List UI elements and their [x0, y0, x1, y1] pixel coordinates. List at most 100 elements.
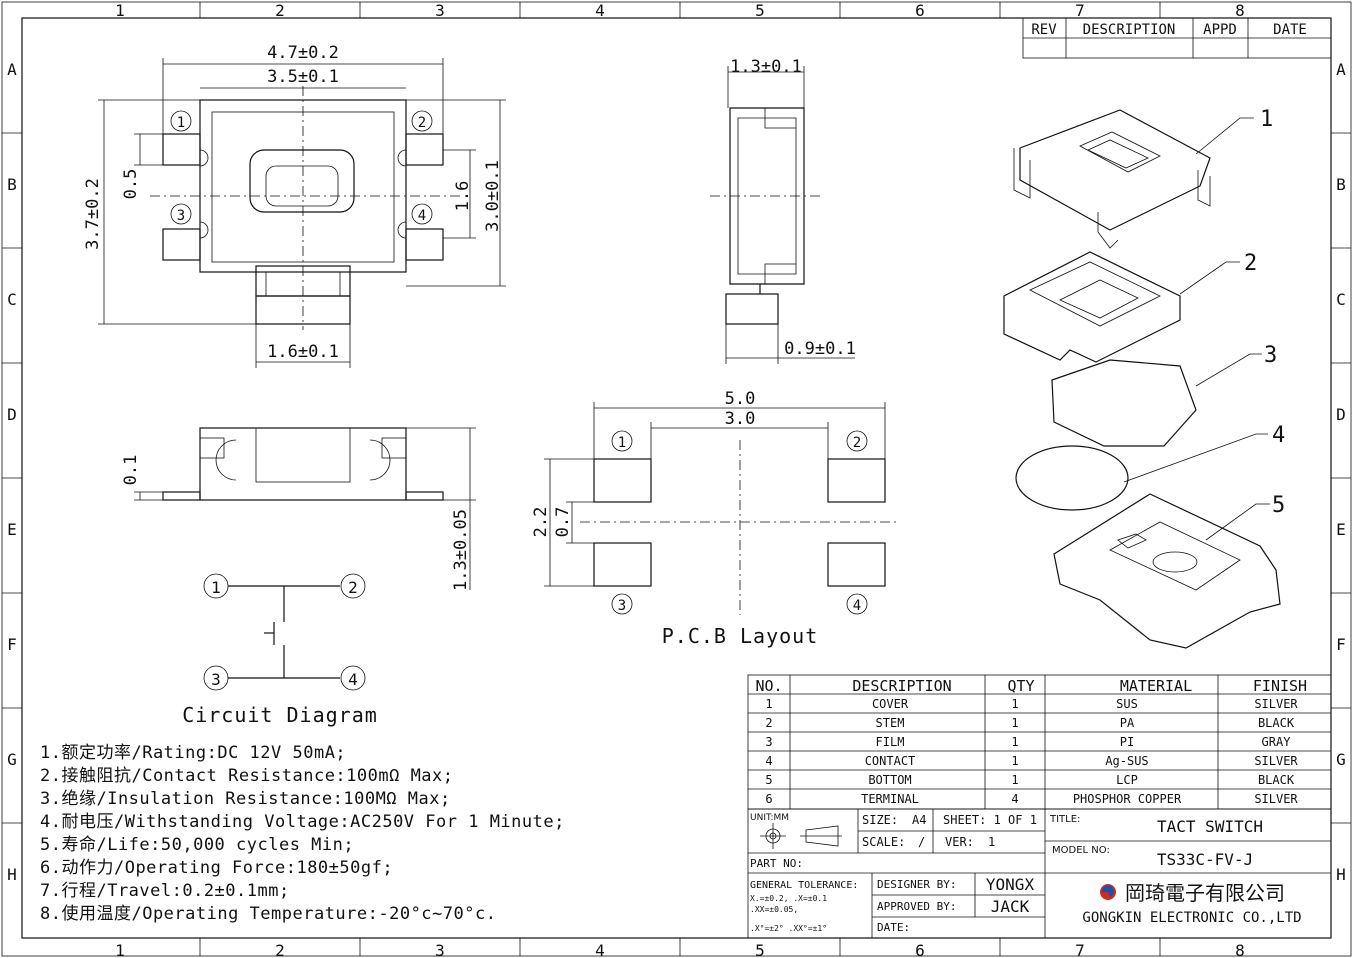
frame-row-label: B — [7, 175, 17, 194]
part-cover — [1019, 109, 1211, 231]
frame-row-label: D — [7, 405, 17, 424]
dim-pcb-height: 2.2 — [531, 507, 551, 538]
circuit-pin-2: 2 — [348, 578, 358, 597]
bom-cell: CONTACT — [865, 754, 916, 768]
exploded-label-2: 2 — [1244, 251, 1257, 276]
spec-note-4: 4.耐电压/Withstanding Voltage:AC250V For 1 … — [40, 812, 565, 832]
bom-header-qty: QTY — [1007, 677, 1034, 695]
frame-row-label: D — [1336, 405, 1346, 424]
bom-cell: SILVER — [1254, 792, 1298, 806]
model-label: MODEL NO: — [1052, 845, 1110, 856]
pcb-pin-3: 3 — [618, 598, 626, 614]
bom-cell: LCP — [1116, 773, 1138, 787]
frame-col-label: 4 — [595, 941, 605, 958]
frame-row-label: C — [1336, 290, 1346, 309]
rev-desc-header: DESCRIPTION — [1083, 22, 1176, 38]
frame-col-label: 8 — [1235, 1, 1245, 20]
pcb-pin-4: 4 — [853, 598, 861, 614]
frame-col-label: 8 — [1235, 941, 1245, 958]
dim-width-overall: 4.7±0.2 — [267, 43, 339, 63]
bom-cell: 1 — [1011, 773, 1018, 787]
pin-label-2: 2 — [418, 115, 426, 131]
side-view: 1.3±0.1 0.9±0.1 — [710, 57, 856, 364]
rev-header: REV — [1031, 22, 1057, 38]
scale-label: SCALE: — [862, 835, 905, 849]
bom-cell: PI — [1120, 735, 1134, 749]
frame-row-label: F — [7, 635, 17, 654]
circuit-pin-3: 3 — [211, 670, 221, 689]
top-view: 4.7±0.2 3.5±0.1 3.7±0.2 0.5 1.6 3.0±0.1 … — [83, 43, 506, 368]
dim-plunger-width: 1.6±0.1 — [267, 342, 339, 362]
frame-col-label: 7 — [1075, 941, 1085, 958]
ver-value: 1 — [988, 835, 995, 849]
company-name-en: GONGKIN ELECTRONIC CO.,LTD — [1082, 910, 1301, 926]
tolerance-label: GENERAL TOLERANCE: — [750, 880, 858, 891]
bom-cell: 1 — [1011, 735, 1018, 749]
bom-cell: 4 — [1011, 792, 1018, 806]
frame-col-label: 2 — [275, 1, 285, 20]
revision-table: REV DESCRIPTION APPD DATE — [1022, 17, 1332, 59]
pcb-pad-1 — [593, 458, 652, 503]
size-value: A4 — [912, 813, 926, 827]
title-label: TITLE: — [1049, 814, 1080, 825]
frame-row-label: A — [1336, 60, 1346, 79]
frame-row-label: F — [1336, 635, 1346, 654]
bom-cell: BLACK — [1258, 773, 1295, 787]
spec-note-8: 8.使用温度/Operating Temperature:-20°c~70°c. — [40, 904, 497, 924]
date-label: DATE: — [877, 921, 910, 934]
exploded-view: 1 2 3 4 5 — [1003, 107, 1285, 649]
dim-pcb-gap: 0.7 — [553, 507, 573, 538]
frame-col-label: 1 — [115, 941, 125, 958]
exploded-label-4: 4 — [1272, 423, 1285, 448]
tolerance-line-1: X.=±0.2, .X=±0.1 — [750, 894, 827, 903]
dim-front-standoff: 0.1 — [121, 455, 141, 486]
front-view: 0.1 1.3±0.05 — [121, 427, 476, 591]
frame-col-label: 5 — [755, 941, 765, 958]
bom-cell: TERMINAL — [861, 792, 919, 806]
dim-front-height: 1.3±0.05 — [451, 509, 471, 591]
bom-cell: FILM — [876, 735, 905, 749]
ver-label: VER: — [945, 835, 974, 849]
spec-note-2: 2.接触阻抗/Contact Resistance:100mΩ Max; — [40, 766, 454, 786]
circuit-pin-1: 1 — [211, 578, 221, 597]
bom-cell: BLACK — [1258, 716, 1295, 730]
bom-header-material: MATERIAL — [1120, 677, 1192, 695]
bom-header-desc: DESCRIPTION — [852, 677, 951, 695]
part-stem — [1003, 251, 1181, 363]
dim-pcb-outer: 5.0 — [725, 389, 756, 409]
pin-label-1: 1 — [177, 115, 185, 131]
dim-pcb-inner: 3.0 — [725, 409, 756, 429]
bom-cell: Ag-SUS — [1105, 754, 1148, 768]
spec-note-5: 5.寿命/Life:50,000 cycles Min; — [40, 835, 355, 855]
frame-col-label: 6 — [915, 1, 925, 20]
projection-symbol-icon — [760, 823, 842, 849]
bom-cell: COVER — [872, 697, 909, 711]
bom-cell: PA — [1120, 716, 1135, 730]
pcb-pin-1: 1 — [618, 435, 626, 451]
title-value: TACT SWITCH — [1157, 817, 1263, 836]
part-contact — [1015, 445, 1129, 511]
rev-appd-header: APPD — [1203, 22, 1237, 38]
frame-col-label: 2 — [275, 941, 285, 958]
circuit-title: Circuit Diagram — [182, 703, 378, 727]
dim-width-body: 3.5±0.1 — [267, 67, 339, 87]
frame-row-label: H — [7, 865, 17, 884]
bom-cell: 3 — [765, 735, 772, 749]
frame-col-label: 5 — [755, 1, 765, 20]
frame-col-label: 6 — [915, 941, 925, 958]
spec-note-3: 3.绝缘/Insulation Resistance:100MΩ Max; — [40, 789, 451, 809]
pcb-pad-3 — [593, 542, 652, 587]
approved-value: JACK — [991, 897, 1030, 916]
pcb-layout: 5.0 3.0 2.2 0.7 1 2 3 4 P.C.B Layout — [531, 389, 900, 648]
bom-cell: 6 — [765, 792, 772, 806]
pcb-pad-2 — [827, 458, 886, 503]
bom-header-finish: FINISH — [1253, 677, 1307, 695]
frame-col-label: 3 — [435, 941, 445, 958]
circuit-diagram: 1 2 3 4 Circuit Diagram — [182, 573, 378, 727]
part-film — [1051, 359, 1197, 447]
